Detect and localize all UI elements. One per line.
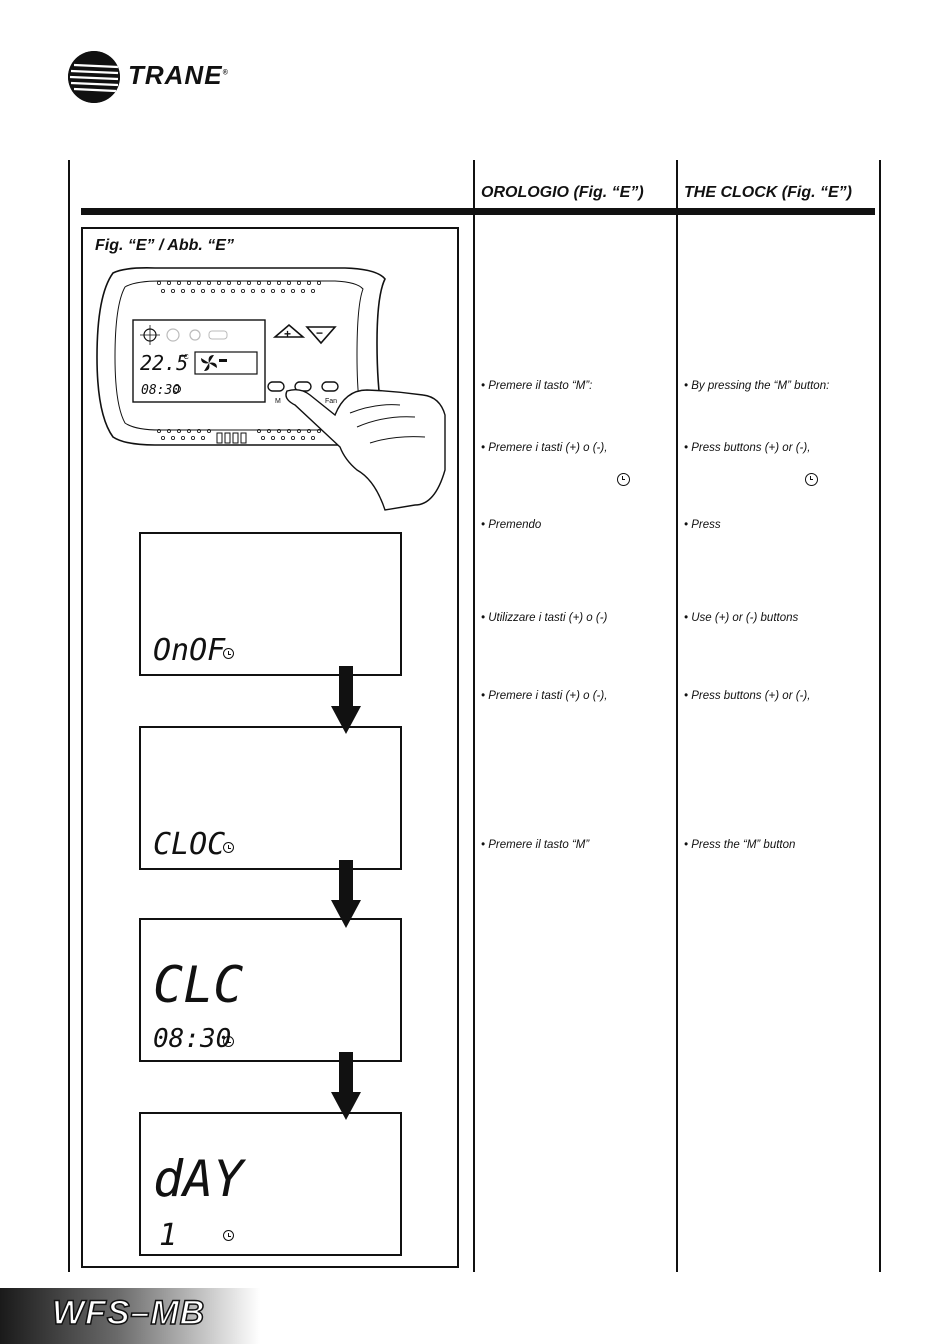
lcd-screen-day: dAY 1 [139,1112,402,1256]
en-step-1: • By pressing the “M” button: [684,380,830,392]
header-rule [81,208,875,215]
device-temperature: 22.5 [140,351,188,375]
lcd-main-text: CLC [153,956,244,1014]
left-border-line [68,160,70,1272]
brand-wordmark: TRANE® [128,60,229,90]
clock-icon [805,473,818,486]
right-border-line [879,160,881,1272]
en-step-6: • Press the “M” button [684,839,796,851]
lcd-sub-text: 1 [159,1218,178,1253]
lcd-screen-cloc: CLOC [139,726,402,870]
lcd-sub-text: CLOC [153,827,226,862]
down-arrow-icon [331,1052,361,1120]
clock-icon [617,473,630,486]
en-step-4: • Use (+) or (-) buttons [684,612,799,624]
en-step-2: • Press buttons (+) or (-), [684,442,811,454]
down-arrow-icon [331,666,361,734]
column-divider-2 [676,160,678,1272]
footer-band [0,1288,260,1344]
it-step-3: • Premendo [481,519,542,531]
column-divider-1 [473,160,475,1272]
model-title: WFS–MB [51,1293,206,1333]
clock-icon [223,1230,234,1241]
trane-logo-mark [68,51,120,103]
device-time: 08:30 [141,383,180,398]
clock-icon [223,842,234,853]
thermostat-illustration: 22.5 °C 08:30 + − M Fan [96,267,446,511]
it-step-6: • Premere il tasto “M” [481,839,590,851]
lcd-screen-onof: OnOF [139,532,402,676]
it-step-2: • Premere i tasti (+) o (-), [481,442,608,454]
device-plus-label: + [284,327,291,341]
figure-title: Fig. “E” / Abb. “E” [95,237,234,254]
lcd-screen-clc: CLC 08:30 [139,918,402,1062]
down-arrow-icon [331,860,361,928]
figure-frame [81,227,459,1268]
it-step-5: • Premere i tasti (+) o (-), [481,690,608,702]
device-minus-label: − [316,326,323,340]
english-column-heading: THE CLOCK (Fig. “E”) [684,184,852,201]
en-step-3: • Press [684,519,721,531]
it-step-4: • Utilizzare i tasti (+) o (-) [481,612,608,624]
brand-name: TRANE [128,60,223,90]
clock-icon [223,1036,234,1047]
en-step-5: • Press buttons (+) or (-), [684,690,811,702]
lcd-sub-text: OnOF [153,633,226,668]
italian-column-heading: OROLOGIO (Fig. “E”) [481,184,644,201]
clock-icon [223,648,234,659]
device-temperature-unit: °C [181,353,189,361]
it-step-1: • Premere il tasto “M”: [481,380,593,392]
device-m-label: M [275,398,281,405]
device-fan-label: Fan [325,398,337,405]
lcd-main-text: dAY [153,1150,244,1208]
lcd-sub-text: 08:30 [153,1024,232,1054]
